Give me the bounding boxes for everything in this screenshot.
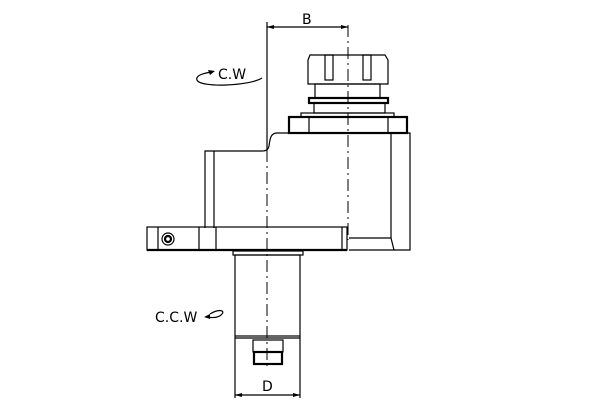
dimension-b-label: B	[302, 12, 312, 28]
rotation-cw-label: C.W	[218, 67, 246, 83]
dimension-d: D	[235, 379, 300, 397]
rotation-cw-indicator: C.W	[196, 67, 263, 86]
dimension-d-label: D	[262, 379, 273, 395]
screw-icon	[161, 232, 175, 246]
base-plate	[146, 226, 348, 252]
housing-body	[204, 132, 411, 251]
dimension-b: B	[266, 12, 348, 150]
drive-shaft	[232, 250, 304, 398]
rotation-ccw-label: C.C.W	[155, 310, 197, 326]
rotation-ccw-indicator: C.C.W	[155, 309, 224, 326]
